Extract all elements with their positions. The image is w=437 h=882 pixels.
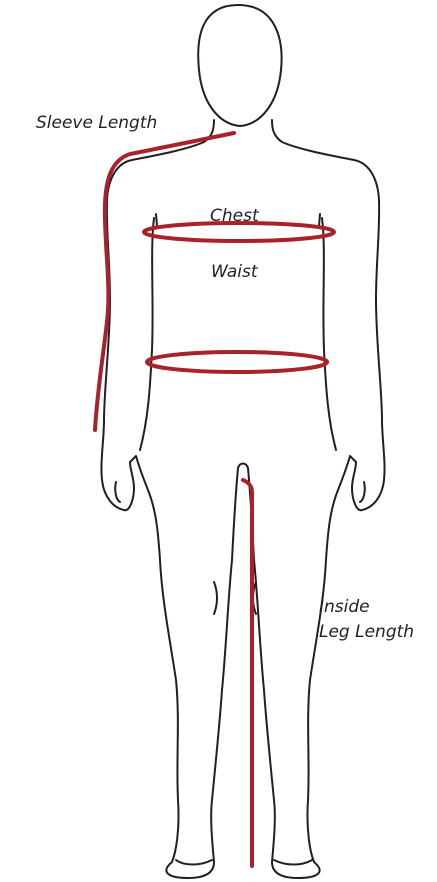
inside-leg-length-label: Inside Leg Length: [319, 596, 414, 643]
left-armpit-mark: [156, 214, 157, 226]
left-knee-mark: [214, 582, 217, 614]
right-inner-arm-line: [322, 218, 336, 450]
right-hand-detail: [360, 482, 365, 502]
right-foot-detail: [274, 860, 312, 865]
chest-label: Chest: [210, 205, 259, 227]
left-hand-detail: [115, 482, 120, 502]
left-foot-detail: [176, 860, 212, 865]
measurement-lines: [95, 133, 334, 866]
head-outline: [198, 5, 281, 126]
inside-leg-label-line1: Inside: [319, 596, 414, 618]
waist-measure-ellipse: [147, 352, 327, 372]
human-body-outline-icon: [101, 5, 384, 878]
waist-label: Waist: [211, 261, 258, 283]
left-inner-arm-line: [140, 218, 154, 450]
inside-leg-line: [243, 480, 252, 866]
inside-leg-label-line2: Leg Length: [319, 621, 414, 643]
sleeve-length-label: Sleeve Length: [36, 112, 157, 134]
right-armpit-mark: [319, 214, 320, 226]
